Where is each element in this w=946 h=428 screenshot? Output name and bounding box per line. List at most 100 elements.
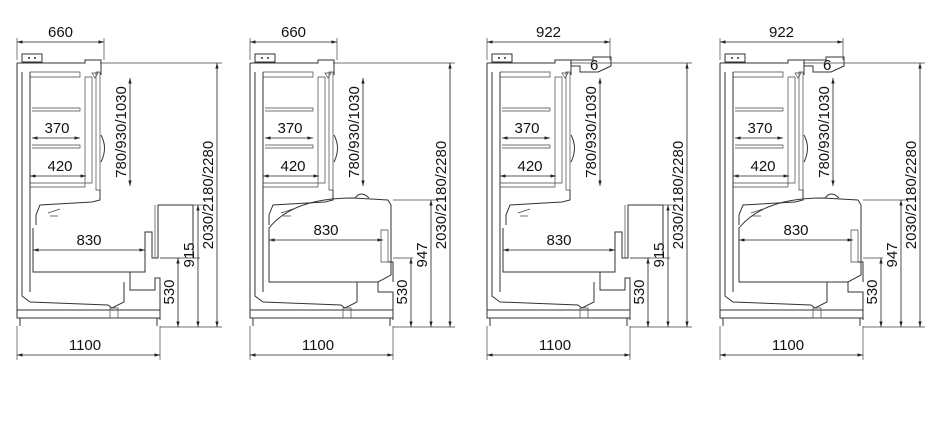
top-width-dim-label: 660	[48, 24, 73, 41]
shelf	[733, 182, 789, 188]
back-wall	[491, 72, 595, 309]
counter-height-dim-label: 915	[181, 242, 198, 267]
curved-glass	[803, 134, 808, 163]
shelf-lower-dim-label: 420	[517, 158, 542, 175]
feet	[722, 318, 861, 326]
lid-handle	[354, 193, 370, 199]
drain	[812, 307, 822, 319]
total-width-dim-label: 1100	[539, 337, 571, 354]
control-box	[254, 53, 276, 63]
indicator-dot	[28, 57, 30, 59]
total-height-dim-label: 2030/2180/2280	[670, 141, 687, 249]
total-height-dim-label: 2030/2180/2280	[903, 141, 920, 249]
base-frame	[719, 309, 864, 319]
shelf-upper-dim-label: 370	[277, 120, 302, 137]
evaporator	[505, 190, 571, 225]
back-wall	[21, 72, 125, 309]
shelf	[500, 182, 556, 188]
upper-height-dim-label: 780/930/1030	[583, 86, 600, 178]
shelf-upper-dim-label: 370	[747, 120, 772, 137]
chest-well	[268, 197, 392, 283]
canopy	[788, 56, 845, 73]
total-height-dim-label: 2030/2180/2280	[433, 141, 450, 249]
drain	[342, 307, 352, 319]
door-frame	[328, 71, 334, 191]
shelf	[32, 144, 81, 149]
back-wall	[724, 72, 828, 309]
front-column	[84, 76, 93, 184]
shelf	[263, 182, 319, 188]
fan	[47, 208, 61, 217]
base-unit	[599, 272, 631, 320]
base-unit	[129, 272, 161, 320]
base-unit	[377, 261, 394, 320]
base-frame	[249, 309, 394, 319]
total-width-dim-label: 1100	[772, 337, 804, 354]
well-depth-dim-label: 830	[783, 222, 808, 239]
base-height-dim-label: 530	[394, 279, 411, 304]
top-panel	[733, 71, 784, 78]
front-column	[317, 76, 326, 184]
shelf-lower-dim-label: 420	[750, 158, 775, 175]
indicator-dot	[261, 57, 263, 59]
upper-height-dim-label: 780/930/1030	[346, 86, 363, 178]
indicator-dot	[737, 57, 739, 59]
feet	[19, 318, 158, 326]
counter	[32, 204, 194, 273]
front-panel	[850, 229, 859, 263]
counter-height-dim-label: 947	[414, 242, 431, 267]
top-panel	[263, 71, 314, 78]
cabinet-outline	[16, 59, 102, 312]
lid-handle	[824, 193, 840, 199]
shelf-lower-dim-label: 420	[47, 158, 72, 175]
shelf	[502, 107, 551, 112]
canopy-mark: 6	[823, 57, 831, 74]
shelf	[30, 182, 86, 188]
top-width-dim-label: 922	[769, 24, 794, 41]
well-depth-dim-label: 830	[313, 222, 338, 239]
fan	[280, 208, 294, 217]
base-height-dim-label: 530	[864, 279, 881, 304]
indicator-dot	[498, 57, 500, 59]
well-depth-dim-label: 830	[76, 232, 101, 249]
base-frame	[16, 309, 161, 319]
upper-height-dim-label: 780/930/1030	[816, 86, 833, 178]
shelf-upper-dim-label: 370	[44, 120, 69, 137]
evaporator	[738, 190, 804, 225]
base-unit	[847, 261, 864, 320]
light-fixture	[794, 72, 802, 79]
indicator-dot	[267, 57, 269, 59]
top-panel	[500, 71, 551, 78]
base-frame	[486, 309, 631, 319]
indicator-dot	[34, 57, 36, 59]
light-fixture	[561, 72, 569, 79]
shelf	[735, 107, 784, 112]
fan	[750, 208, 764, 217]
shelf	[265, 144, 314, 149]
shelf	[502, 144, 551, 149]
base-height-dim-label: 530	[161, 279, 178, 304]
front-column	[787, 76, 796, 184]
top-panel	[30, 71, 81, 78]
control-box	[21, 53, 43, 63]
control-box	[724, 53, 746, 63]
door-frame	[95, 71, 101, 191]
drain	[109, 307, 119, 319]
top-width-dim-label: 660	[281, 24, 306, 41]
base-height-dim-label: 530	[631, 279, 648, 304]
back-wall	[254, 72, 358, 309]
top-width-dim-label: 922	[536, 24, 561, 41]
feet	[252, 318, 391, 326]
curved-glass	[100, 134, 105, 163]
evaporator	[268, 190, 334, 225]
total-height-dim-label: 2030/2180/2280	[200, 141, 217, 249]
evaporator	[35, 190, 101, 225]
light-fixture	[324, 72, 332, 79]
cabinet-outline	[249, 59, 335, 312]
indicator-dot	[504, 57, 506, 59]
